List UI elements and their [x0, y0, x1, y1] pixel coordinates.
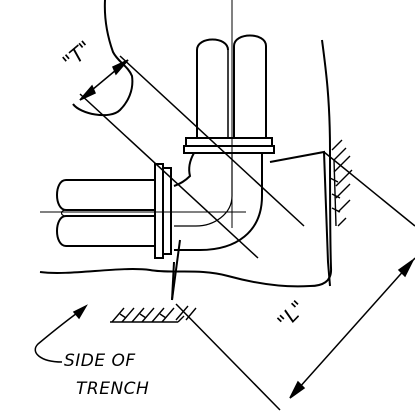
note-side-of: SIDE OF — [64, 351, 136, 371]
horizontal-flange — [154, 163, 172, 259]
dimension-l — [175, 151, 415, 411]
trench-right-wall — [39, 39, 333, 288]
dim-l-arrow-2 — [397, 259, 414, 278]
thrust-block — [171, 150, 331, 301]
hatch-bottom — [110, 305, 197, 323]
dim-t-label: "T" — [58, 36, 97, 74]
centerlines — [40, 0, 246, 228]
trench-leader — [34, 304, 88, 363]
dim-t-extension-1 — [79, 93, 259, 259]
trench-top-wall — [72, 0, 134, 117]
trench-outline — [39, 0, 333, 288]
pipe-elbow — [173, 152, 263, 251]
horizontal-pipe — [56, 179, 160, 247]
vertical-flange — [183, 137, 275, 154]
dim-l-extension-1 — [323, 151, 415, 227]
dim-t-extension-2 — [119, 55, 305, 227]
dim-l-arrow-1 — [289, 380, 306, 399]
dim-t-arrow-1 — [79, 84, 96, 101]
vertical-pipe — [196, 34, 267, 140]
dim-l-label: "L" — [272, 296, 310, 334]
dimension-t — [79, 55, 305, 259]
dim-l-dimension-line — [289, 257, 415, 399]
dim-t-arrow-2 — [112, 59, 129, 76]
earth-hatching — [110, 139, 353, 323]
note-trench: TRENCH — [76, 379, 149, 399]
dim-l-extension-2 — [175, 303, 281, 411]
hatch-right-wall — [329, 139, 353, 227]
